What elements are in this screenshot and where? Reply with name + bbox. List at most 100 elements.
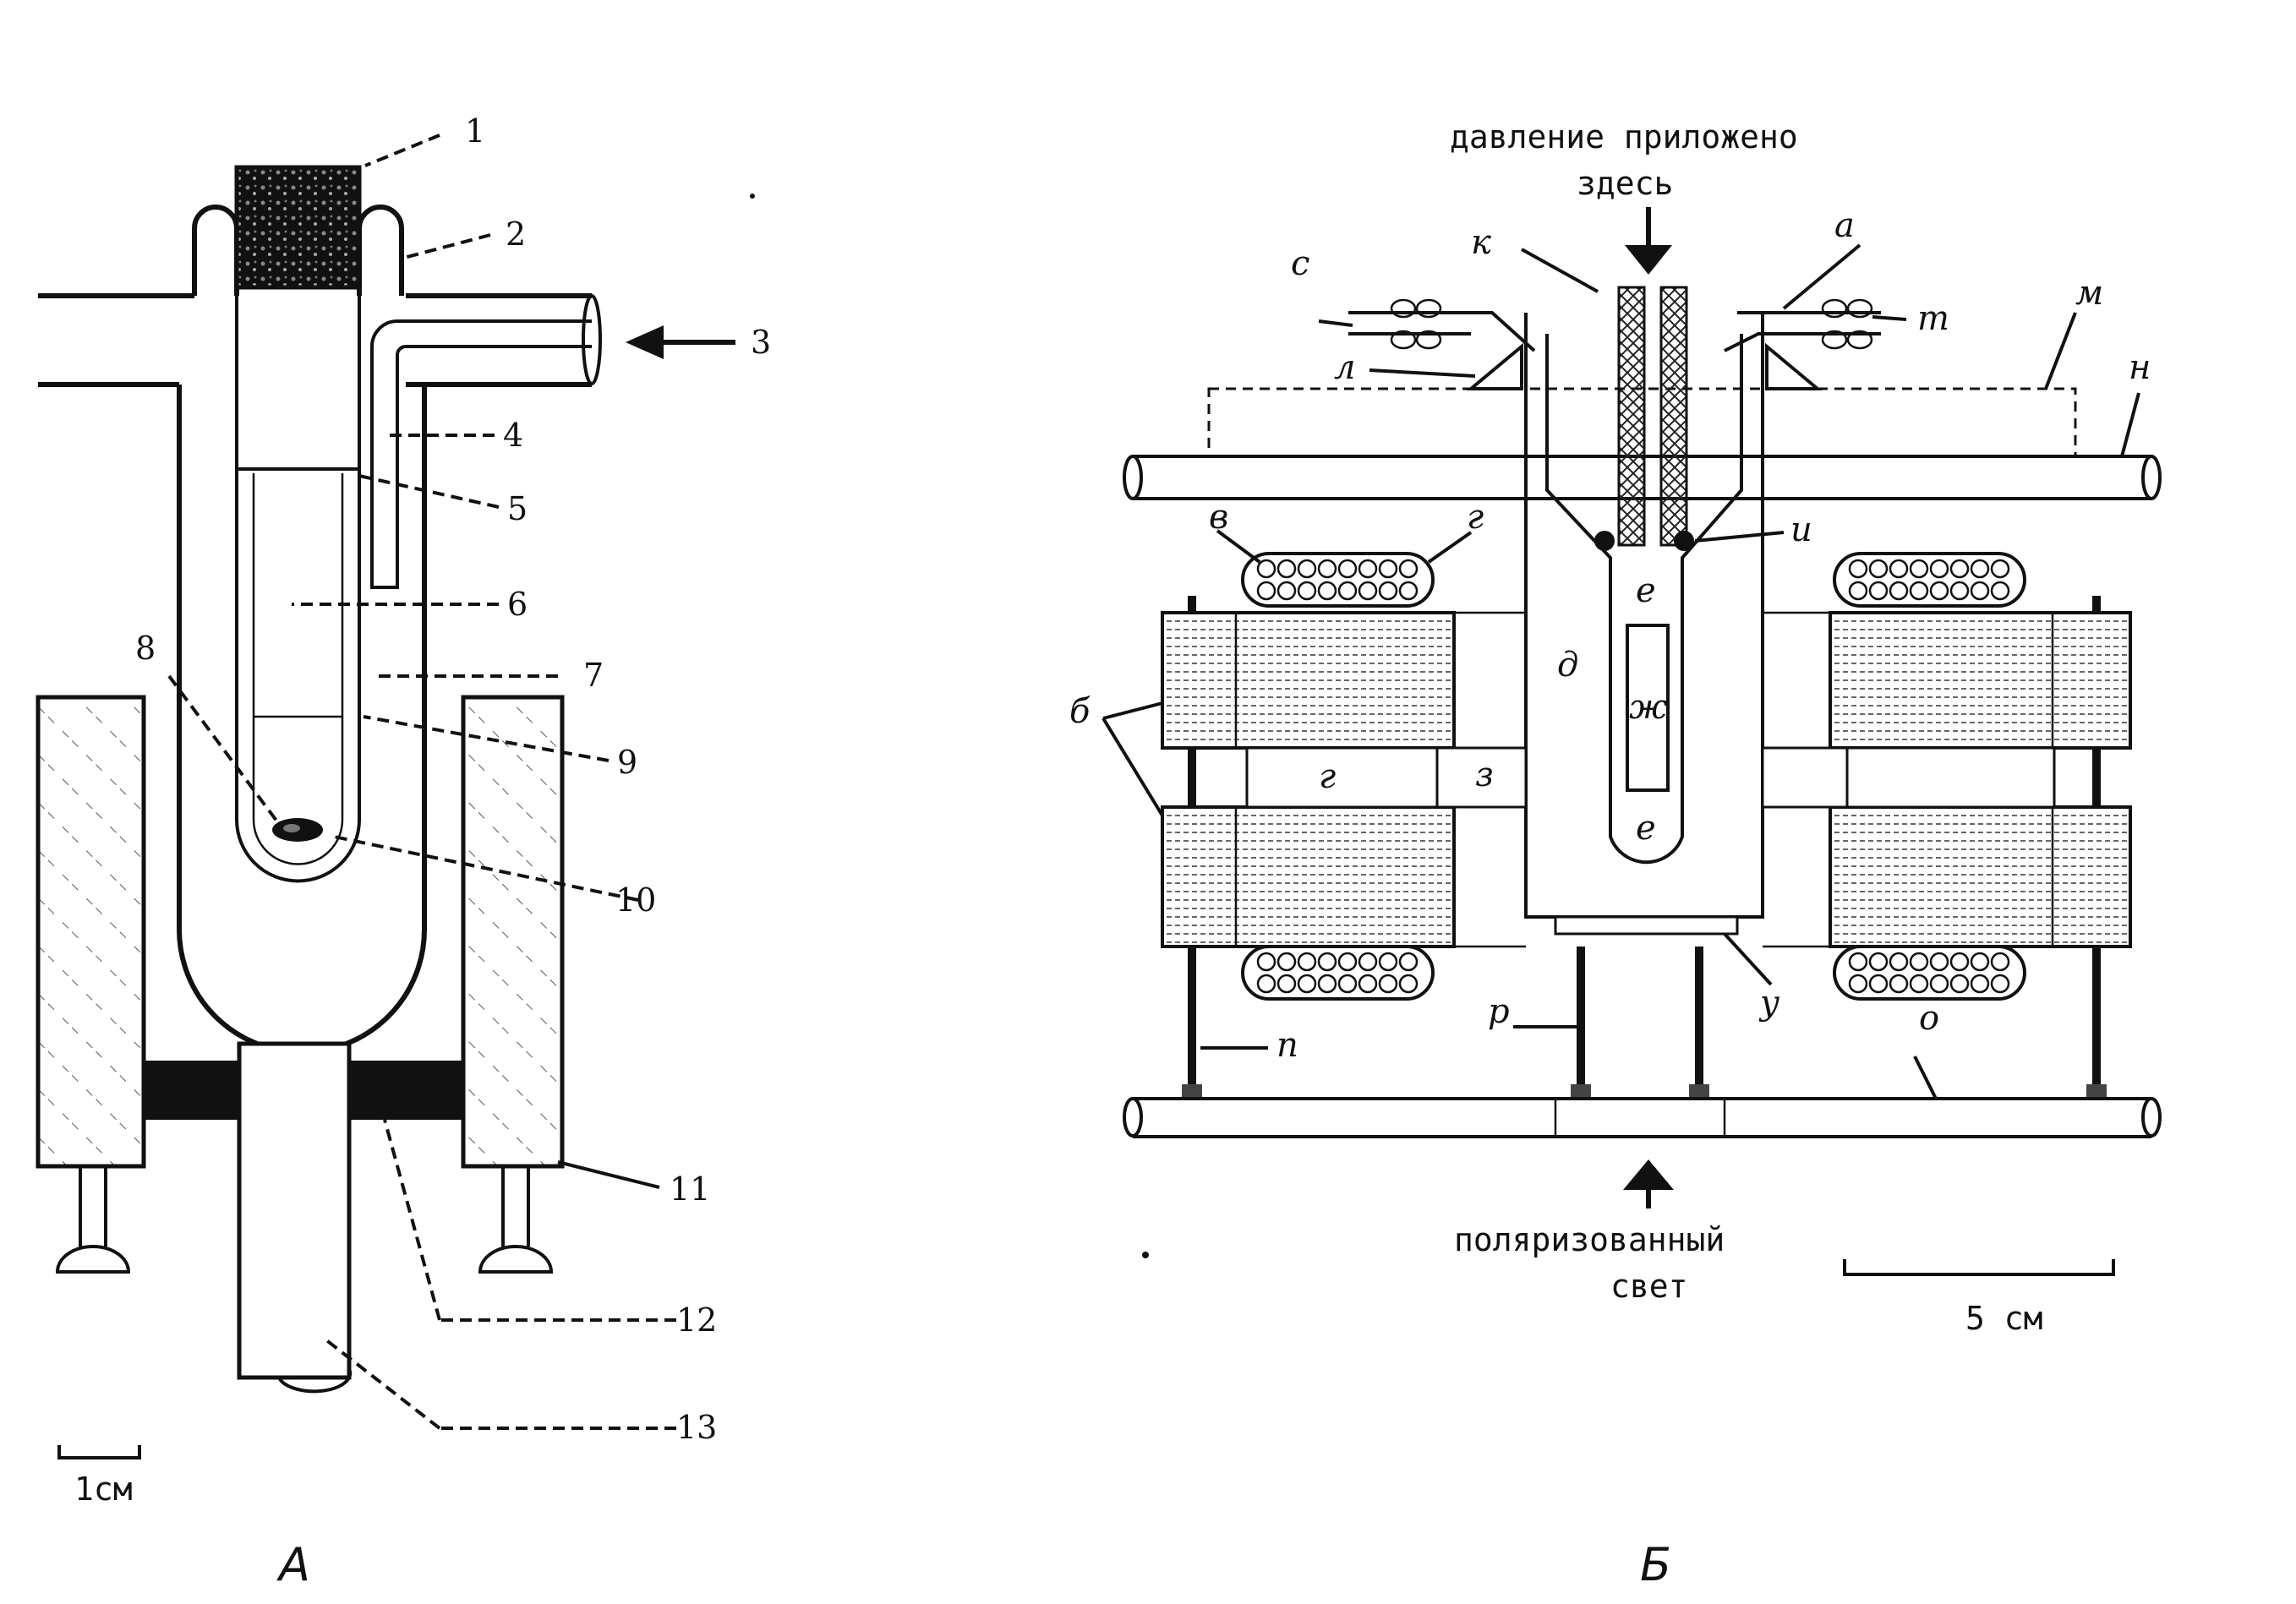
pole-piece-right [1761, 746, 1849, 809]
letter-v: в [1209, 498, 1228, 537]
stray-dot [1142, 1252, 1149, 1258]
winding-turn [1970, 952, 1990, 972]
letter-zh: ж [1629, 688, 1668, 727]
pressure-label-1: давление приложено [1450, 118, 1798, 155]
winding-turn [1868, 952, 1889, 972]
crystal-glint [283, 824, 300, 832]
rod [237, 1041, 352, 1380]
upper-frame [1207, 387, 2077, 458]
letter-u: у [1758, 984, 1780, 1023]
winding-turn [1317, 974, 1337, 994]
letter-i: и [1790, 510, 1812, 549]
magnet-core-right-bot [1829, 805, 2132, 948]
winding-turn [1256, 581, 1276, 601]
label-11: 11 [670, 1170, 710, 1208]
outer-vessel [177, 385, 427, 1055]
label-9: 9 [617, 744, 637, 781]
winding-turn [1337, 974, 1358, 994]
rod-end [277, 1368, 353, 1394]
winding-turn [1398, 581, 1419, 601]
letter-z: з [1475, 756, 1494, 794]
winding-turn [1297, 974, 1317, 994]
magnet-core-left-bot [1161, 805, 1456, 948]
letter-o: о [1919, 999, 1939, 1038]
winding-turn [1970, 974, 1990, 994]
letter-e-top: е [1636, 571, 1656, 610]
winding-turn [1990, 974, 2010, 994]
stopper [234, 165, 362, 290]
winding-turn [1889, 952, 1909, 972]
winding-turn [1949, 581, 1970, 601]
light-label-1: поляризованный [1454, 1221, 1725, 1258]
scale-label-b: 5 см [1965, 1300, 2043, 1337]
label-5: 5 [507, 490, 528, 527]
sample [1626, 624, 1670, 792]
magnet-left [36, 695, 146, 1169]
vessel-lip-left [192, 205, 239, 296]
scale-label-a: 1см [74, 1470, 133, 1508]
winding-top-right [1833, 552, 2026, 608]
winding-turn [1297, 581, 1317, 601]
inner-dewar [1545, 334, 1743, 865]
winding-turn [1398, 952, 1419, 972]
inlet-tube [370, 319, 592, 589]
winding-turn [1398, 559, 1419, 579]
winding-turn [1909, 974, 1929, 994]
winding-turn [1949, 952, 1970, 972]
support-screws [1182, 596, 2107, 1098]
panel-b-caption: Б [1640, 1538, 1671, 1591]
winding-turn [1276, 559, 1297, 579]
letter-m: м [2075, 274, 2103, 313]
winding-turn [1337, 581, 1358, 601]
letter-n: н [2129, 348, 2151, 387]
letter-r: р [1488, 992, 1510, 1031]
winding-bot-left [1241, 945, 1435, 1001]
winding-turn [1848, 952, 1868, 972]
winding-turn [1848, 559, 1868, 579]
vessel-lip-right [357, 205, 404, 296]
winding-turn [1889, 974, 1909, 994]
push-rod-left [1617, 286, 1646, 547]
winding-turn [1909, 952, 1929, 972]
letter-a: а [1834, 206, 1855, 245]
winding-turn [1378, 581, 1398, 601]
winding-turn [1929, 559, 1949, 579]
winding-turn [1889, 559, 1909, 579]
winding-turn [1256, 559, 1276, 579]
winding-turn [1868, 974, 1889, 994]
magnet-right [461, 695, 565, 1169]
left-stem [79, 1166, 107, 1247]
side-tube-left [38, 293, 194, 387]
panel-a-caption: А [276, 1538, 310, 1591]
winding-turn [1990, 952, 2010, 972]
letter-k: к [1471, 223, 1491, 262]
label-12: 12 [676, 1301, 717, 1339]
right-knob [478, 1245, 554, 1274]
letter-l: л [1334, 348, 1355, 387]
label-7: 7 [583, 657, 604, 694]
winding-turn [1929, 974, 1949, 994]
label-10: 10 [615, 881, 656, 919]
winding-turn [1317, 559, 1337, 579]
winding-turn [1949, 559, 1970, 579]
winding-turn [1848, 581, 1868, 601]
winding-turn [1909, 559, 1929, 579]
winding-turn [1317, 952, 1337, 972]
winding-bot-right [1833, 945, 2026, 1001]
base-rail [1133, 1097, 2151, 1138]
left-knob [55, 1245, 131, 1274]
letter-e-bot: е [1636, 809, 1656, 848]
winding-turn [1317, 581, 1337, 601]
scale-bar-a [57, 1445, 141, 1459]
winding-turns [1256, 559, 2010, 994]
coil-top-right [1821, 298, 1873, 350]
winding-turn [1848, 974, 1868, 994]
winding-turn [1378, 974, 1398, 994]
winding-turn [1990, 559, 2010, 579]
winding-top-left [1241, 552, 1435, 608]
light-label-2: свет [1610, 1268, 1688, 1305]
coil-top-left [1390, 298, 1442, 350]
winding-turn [1970, 581, 1990, 601]
label-8: 8 [135, 630, 156, 667]
winding-turn [1868, 559, 1889, 579]
